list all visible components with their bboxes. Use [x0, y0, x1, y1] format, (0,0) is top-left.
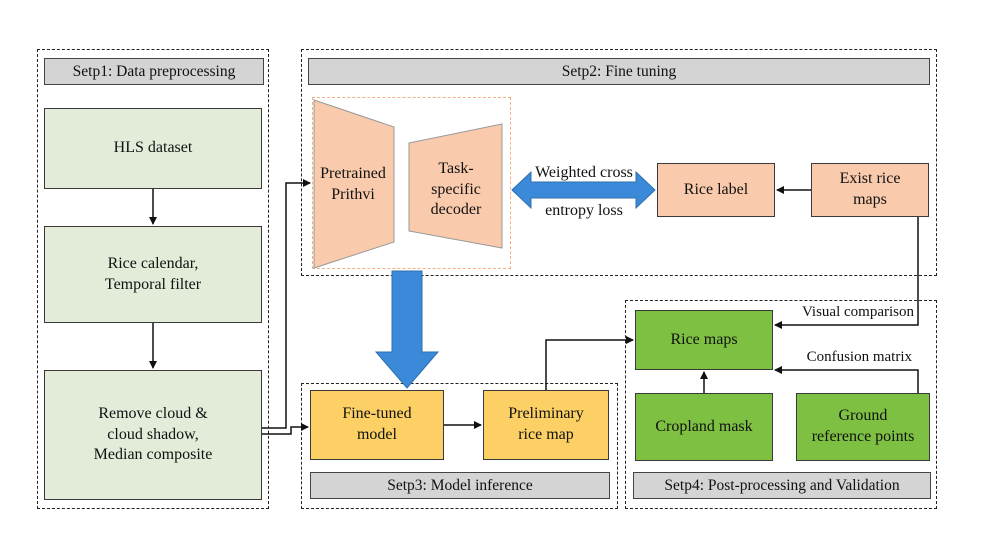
loss-label-bottom: entropy loss [545, 202, 623, 219]
cropland-mask-box: Cropland mask [635, 393, 773, 461]
decoder-label: Task- specific decoder [430, 159, 482, 219]
big-down-arrow [374, 270, 440, 389]
confusion-matrix-label: Confusion matrix [806, 349, 912, 365]
hls-dataset-box: HLS dataset [44, 108, 262, 189]
remove-cloud-box: Remove cloud & cloud shadow, Median comp… [44, 370, 262, 500]
loss-label-top: Weighted cross [535, 164, 633, 181]
step2-title: Setp2: Fine tuning [308, 58, 930, 85]
exist-rice-maps-box: Exist rice maps [811, 163, 929, 217]
preliminary-rice-map-box: Preliminary rice map [483, 390, 609, 460]
fine-tuned-model-box: Fine-tuned model [310, 390, 444, 460]
step4-title: Setp4: Post-processing and Validation [633, 472, 931, 499]
rice-calendar-box: Rice calendar, Temporal filter [44, 226, 262, 323]
step3-title: Setp3: Model inference [310, 472, 610, 499]
rice-label-box: Rice label [657, 163, 775, 217]
ground-reference-points-box: Ground reference points [796, 393, 930, 461]
encoder-label: Pretrained Prithvi [320, 165, 386, 203]
prithvi-model-frame [312, 97, 511, 269]
rice-maps-box: Rice maps [635, 310, 773, 370]
step3-container [301, 383, 618, 509]
visual-comparison-label: Visual comparison [802, 304, 914, 320]
step1-title: Setp1: Data preprocessing [44, 58, 264, 85]
step2-container [301, 49, 937, 276]
